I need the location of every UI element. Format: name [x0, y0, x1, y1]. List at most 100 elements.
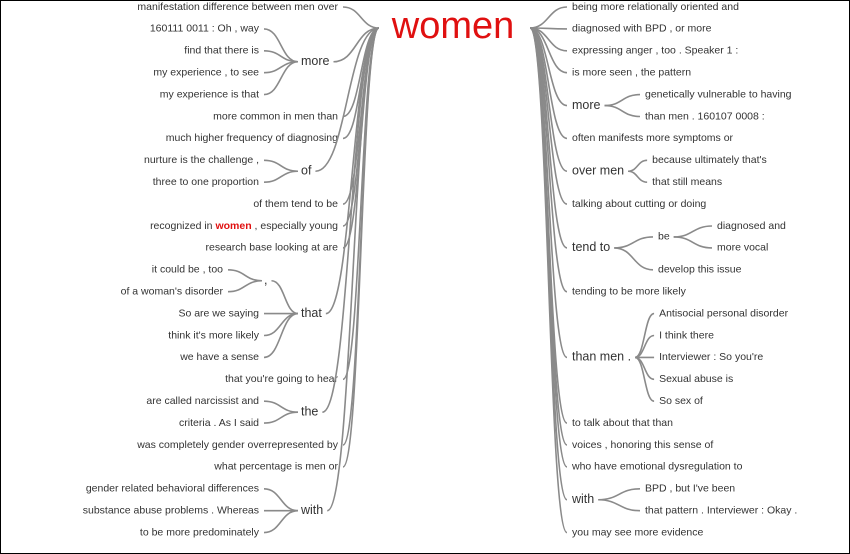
left-sub-line: [263, 509, 299, 534]
right-branch-line: [529, 27, 568, 534]
right-phrase: being more relationally oriented and: [572, 1, 739, 13]
left-phrase: my experience is that: [160, 88, 259, 100]
right-sub-line: [628, 159, 648, 173]
right-phrase: to talk about that than: [572, 417, 673, 429]
left-branch-word: of: [301, 164, 312, 178]
left-branch-word: more: [301, 54, 330, 68]
right-sub-line: [598, 488, 641, 501]
right-phrase: you may see more evidence: [572, 526, 703, 538]
phrase-part: , especially young: [252, 220, 339, 232]
right-phrase: So sex of: [659, 395, 703, 407]
left-branch-word: that: [301, 306, 322, 320]
right-phrase: diagnosed and: [717, 220, 786, 232]
right-branch-word: more: [572, 98, 601, 112]
right-phrase: diagnosed with BPD , or more: [572, 23, 712, 35]
right-sub-line: [673, 225, 713, 238]
right-branch-word: over men: [572, 164, 624, 178]
right-branch-word: with: [571, 492, 594, 506]
center-word: women: [391, 5, 515, 47]
right-sub-line: [604, 93, 641, 107]
left-sub-line: [263, 400, 299, 413]
right-branch-line: [529, 27, 568, 205]
left-sub-line: [263, 488, 299, 512]
left-phrase: 160111 0011 : Oh , way: [150, 23, 260, 35]
right-phrase: I think there: [659, 329, 714, 341]
right-phrase: Sexual abuse is: [659, 373, 733, 385]
right-branch-line: [529, 27, 568, 359]
left-phrase: find that there is: [184, 45, 259, 57]
right-phrase: more vocal: [717, 242, 768, 254]
right-sub-line: [628, 170, 648, 183]
left-phrase: recognized in women , especially young: [150, 220, 338, 232]
right-sub-line: [614, 247, 654, 271]
right-phrase: often manifests more symptoms or: [572, 132, 734, 144]
left-sub-line: [263, 170, 299, 183]
right-phrase: that pattern . Interviewer : Okay .: [645, 504, 797, 516]
right-phrase: tending to be more likely: [572, 285, 687, 297]
left-phrase: are called narcissist and: [146, 395, 259, 407]
right-sub-line: [614, 236, 654, 249]
left-branch-word: ,: [264, 273, 267, 287]
left-sub-line: [227, 269, 263, 282]
right-phrase: Interviewer : So you're: [659, 351, 763, 363]
left-phrase: gender related behavioral differences: [86, 483, 259, 495]
right-phrase: is more seen , the pattern: [572, 66, 691, 78]
left-phrase: think it's more likely: [168, 329, 259, 341]
left-phrase: So are we saying: [178, 307, 259, 319]
right-phrase: that still means: [652, 176, 722, 188]
right-phrase: BPD , but I've been: [645, 483, 735, 495]
left-phrase: we have a sense: [179, 351, 259, 363]
right-phrase: genetically vulnerable to having: [645, 88, 792, 100]
left-phrase: of them tend to be: [253, 198, 338, 210]
left-phrase: three to one proportion: [153, 176, 259, 188]
left-phrase: what percentage is men or: [213, 461, 338, 473]
left-branch-word: with: [300, 503, 323, 517]
right-phrase: talking about cutting or doing: [572, 198, 706, 210]
right-branch-line: [529, 6, 568, 29]
left-branch-word: the: [301, 404, 318, 418]
left-branch-line: [315, 27, 380, 173]
left-phrase: much higher frequency of diagnosing: [166, 132, 338, 144]
left-branch-line: [326, 27, 380, 512]
left-sub-line: [263, 411, 299, 424]
left-phrase: was completely gender overrepresented by: [136, 439, 339, 451]
left-phrase: it could be , too: [152, 264, 223, 276]
left-sub-line: [263, 159, 299, 173]
highlight-word: women: [214, 220, 251, 232]
left-phrase: nurture is the challenge ,: [144, 154, 259, 166]
right-sub-line: [604, 104, 641, 118]
left-sub-line: [263, 60, 299, 96]
right-branch-word: be: [658, 231, 670, 243]
right-sub-line: [673, 236, 713, 249]
phrase-part: recognized in: [150, 220, 215, 232]
left-branch-line: [342, 27, 380, 468]
left-branch-line: [322, 27, 380, 413]
left-phrase: to be more predominately: [140, 526, 260, 538]
left-phrase: that you're going to hear: [225, 373, 338, 385]
left-phrase: criteria . As I said: [179, 417, 259, 429]
left-sub-line: [263, 312, 299, 337]
left-sub-line: [227, 279, 263, 293]
right-phrase: than men . 160107 0008 :: [645, 110, 765, 122]
left-sub-line: [271, 279, 299, 315]
right-sub-line: [634, 356, 655, 402]
left-sub-line: [263, 312, 299, 359]
right-sub-line: [598, 498, 641, 512]
left-phrase: substance abuse problems . Whereas: [83, 504, 259, 516]
left-phrase: my experience , to see: [153, 66, 259, 78]
right-phrase: develop this issue: [658, 264, 742, 276]
right-phrase: expressing anger , too . Speaker 1 :: [572, 45, 738, 57]
left-phrase: manifestation difference between men ove…: [137, 1, 338, 13]
right-phrase: who have emotional dysregulation to: [571, 461, 743, 473]
left-phrase: more common in men than: [213, 110, 338, 122]
right-phrase: Antisocial personal disorder: [659, 307, 788, 319]
left-phrase: of a woman's disorder: [121, 285, 224, 297]
left-branch-line: [342, 6, 380, 29]
left-phrase: research base looking at are: [206, 242, 339, 254]
right-phrase: voices , honoring this sense of: [572, 439, 713, 451]
right-branch-word: than men .: [572, 350, 631, 364]
right-branch-word: tend to: [572, 240, 610, 254]
right-phrase: because ultimately that's: [652, 154, 767, 166]
